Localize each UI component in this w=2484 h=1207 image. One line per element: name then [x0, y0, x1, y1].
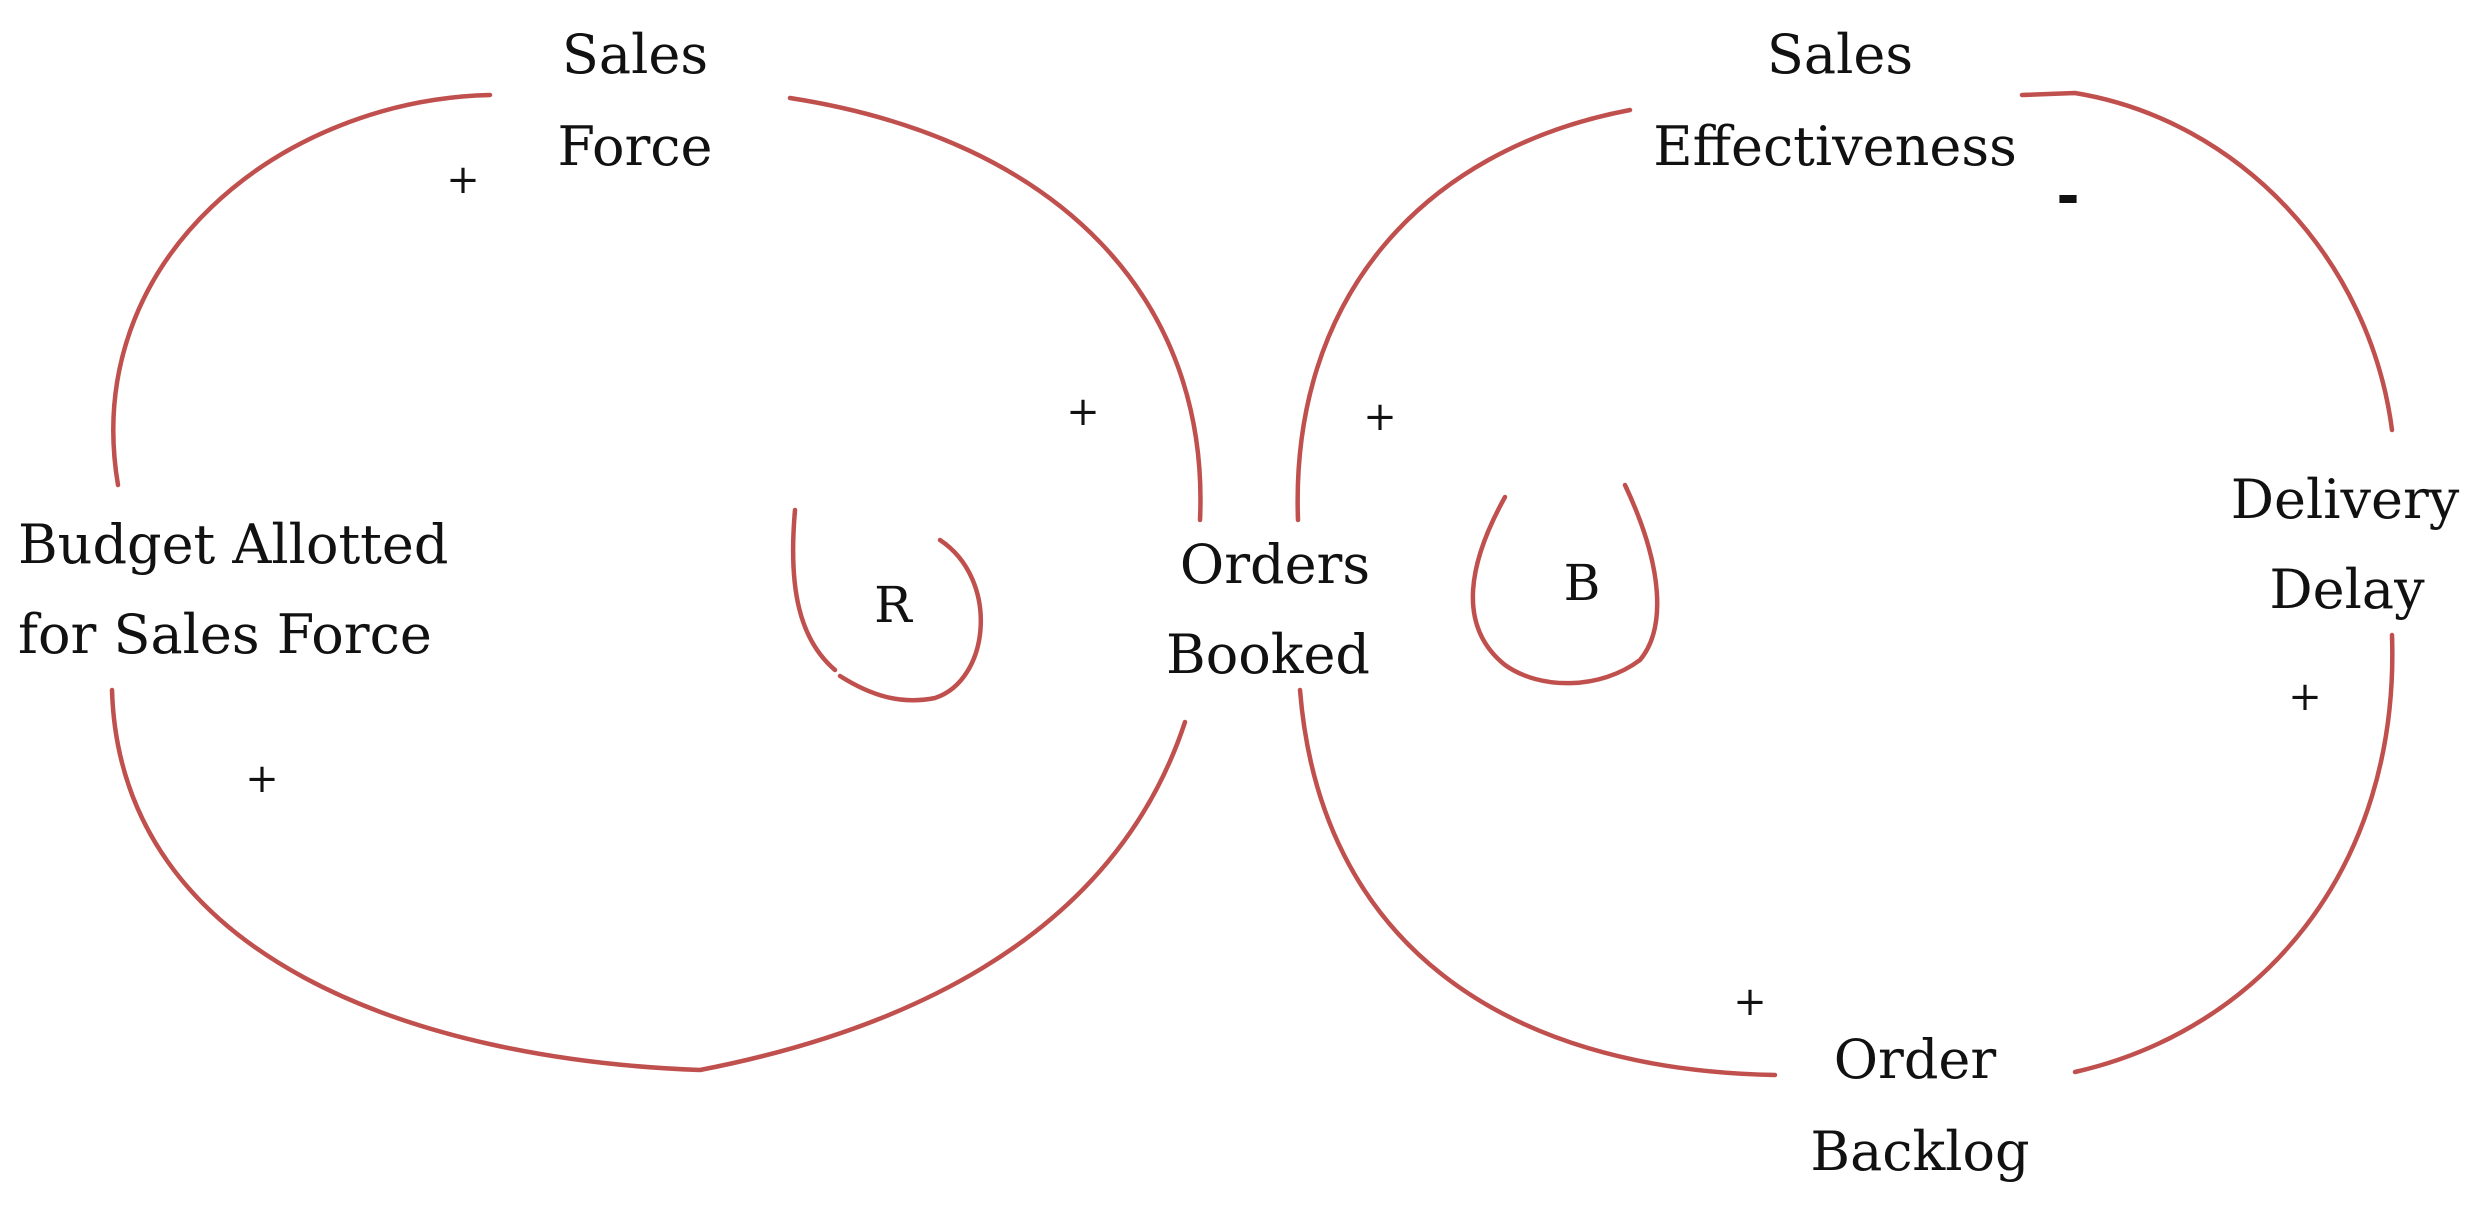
polarity-orders-to-backlog: + [1733, 979, 1767, 1025]
node-sales-effectiveness-line2: Effectiveness [1653, 115, 2017, 178]
loop-b-swirl [1470, 482, 1660, 686]
node-delivery-delay-line2: Delay [2269, 558, 2425, 621]
node-order-backlog-line2: Backlog [1810, 1120, 2029, 1183]
link-orders-booked-to-budget [109, 687, 1188, 1073]
link-orders-booked-to-order-backlog [1297, 687, 1778, 1078]
loop-label-reinforcing: R [874, 576, 913, 634]
node-order-backlog-line1: Order [1834, 1028, 1997, 1091]
polarity-budget-to-sales-force: + [446, 157, 480, 203]
node-orders-booked-line2: Booked [1166, 623, 1370, 686]
link-effectiveness-to-orders-booked [1295, 107, 1633, 523]
node-budget-line2: for Sales Force [18, 603, 432, 666]
polarity-backlog-to-delay: + [2288, 674, 2322, 720]
polarity-sales-force-to-orders: + [1066, 389, 1100, 435]
polarity-effectiveness-to-orders: + [1363, 394, 1397, 440]
node-sales-effectiveness-line1: Sales [1767, 23, 1913, 86]
loop-label-balancing: B [1564, 554, 1601, 612]
node-orders-booked-line1: Orders [1180, 533, 1370, 596]
link-budget-to-sales-force [111, 92, 493, 488]
polarity-orders-to-budget: + [245, 756, 279, 802]
polarity-delay-to-effectiveness: - [2056, 164, 2079, 229]
node-delivery-delay-line1: Delivery [2231, 468, 2460, 531]
link-sales-force-to-orders-booked [787, 95, 1203, 523]
node-sales-force-line2: Force [557, 115, 712, 178]
node-budget-line1: Budget Allotted [18, 513, 448, 576]
loop-r-swirl [793, 510, 983, 703]
link-delivery-delay-to-effectiveness [2019, 90, 2395, 433]
link-order-backlog-to-delivery-delay [2072, 632, 2395, 1075]
node-sales-force-line1: Sales [562, 23, 708, 86]
